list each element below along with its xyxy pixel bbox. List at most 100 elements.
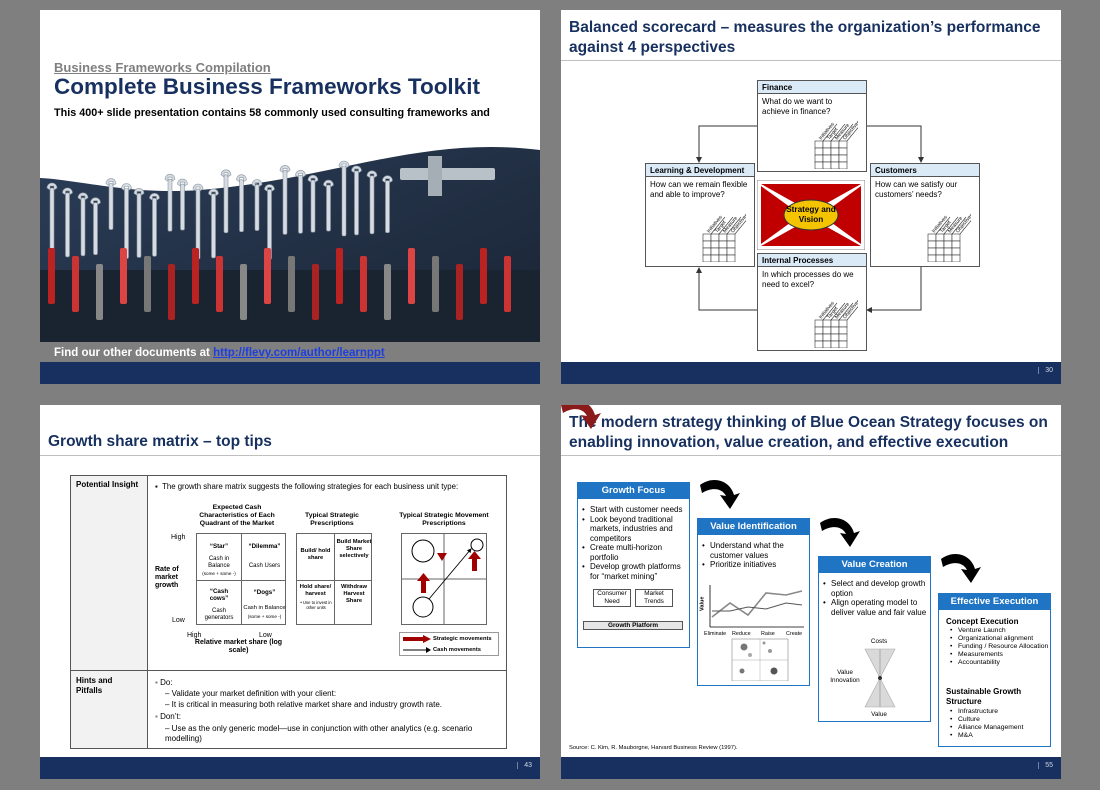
growth-platform-bar [583, 621, 683, 630]
quadrant-dogs-sub: Cash in Balance [243, 605, 286, 611]
quadrant-star-note: (some + some -) [202, 571, 236, 576]
quadrant-dilemma-sub: Cash Users [248, 563, 281, 569]
prescription-build-selectively: Build Market Share selectively [336, 539, 372, 559]
cta-bar: Find our other documents at http://flevy… [40, 342, 540, 364]
prescription-build-hold: Build/ hold share [300, 548, 331, 561]
value-identification-item: Understand what the customer values [701, 541, 809, 560]
relative-share-label: Relative market share (log scale) [194, 639, 283, 655]
costs-label: Costs [870, 638, 888, 645]
slide-footer: 30 [561, 362, 1061, 384]
tick-raise: Raise [761, 631, 775, 637]
slide-growth-share-matrix[interactable]: Growth share matrix – top tips Potential… [40, 405, 540, 779]
dont-label: ▪ Don’t: [155, 712, 181, 721]
legend-frame [399, 632, 499, 656]
concept-item: Accountability [946, 659, 1050, 667]
growth-focus-item: Develop growth platforms for “market min… [581, 562, 689, 581]
slide-cover[interactable]: Business Frameworks Compilation Complete… [40, 10, 540, 384]
strategy-center-graphic [757, 180, 865, 250]
growth-focus-item: Start with customer needs [581, 505, 689, 515]
title-rule [561, 60, 1061, 61]
page-number: 55 [1038, 762, 1053, 769]
tick-reduce: Reduce [732, 631, 751, 637]
value-creation-list: Select and develop growth option Align o… [822, 579, 930, 617]
label-column-bg [71, 476, 148, 748]
axis-low-x: Low [259, 632, 272, 639]
legend-cash-arrow [403, 647, 431, 653]
axis-low-y: Low [172, 617, 185, 624]
sustainable-growth-list: Infrastructure Culture Alliance Manageme… [946, 708, 1050, 740]
slide-footer: 43 [40, 757, 540, 779]
quadrant-dogs: “Dogs” [253, 589, 276, 596]
sustain-item: Culture [946, 716, 1050, 724]
growth-focus-item: Look beyond traditional markets, industr… [581, 515, 689, 544]
potential-insight-text: ▪ The growth share matrix suggests the f… [155, 482, 459, 491]
concept-execution-title: Concept Execution [946, 617, 1019, 626]
finance-title: Finance [758, 81, 866, 94]
cover-kicker: Business Frameworks Compilation [54, 60, 271, 75]
value-creation-box: Value Creation Select and develop growth… [818, 556, 931, 722]
value-innovation-label: Value Innovation [830, 669, 860, 684]
slide-footer: 55 [561, 757, 1061, 779]
prescription-hold-harvest-note: • Use to invest in other units [300, 600, 332, 610]
market-trends-box [635, 589, 673, 607]
movement-diagram [401, 533, 487, 625]
finance-box: Finance What do we want to achieve in fi… [757, 80, 867, 172]
quadrant-star-sub: Cash in Balance [208, 556, 230, 569]
internal-question: In which processes do we need to excel? [762, 270, 854, 289]
strategy-vision-label: Strategy and Vision [786, 205, 836, 224]
tips-table: Potential Insight ▪ The growth share mat… [70, 475, 507, 749]
finance-question: What do we want to achieve in finance? [762, 97, 833, 116]
growth-focus-box: Growth Focus Start with customer needs L… [577, 482, 690, 648]
value-axis-label: Value [699, 596, 706, 611]
value-creation-item: Select and develop growth option [822, 579, 930, 598]
do-item-1: – Validate your market definition with y… [165, 689, 337, 698]
consumer-need-box [593, 589, 631, 607]
quadrant-star: “Star” [209, 543, 229, 550]
cta-link[interactable]: http://flevy.com/author/learnppt [213, 347, 385, 359]
internal-box: Internal Processes In which processes do… [757, 253, 867, 351]
col-header-cash: Expected Cash Characteristics of Each Qu… [199, 504, 275, 527]
legend-cash: Cash movements [433, 647, 482, 653]
col-header-movement: Typical Strategic Movement Prescriptions [399, 512, 489, 527]
growth-platform-label: Growth Platform [607, 622, 659, 629]
axis-high-y: High [171, 534, 186, 541]
hourglass-graphic [864, 648, 896, 708]
slide-title: The modern strategy thinking of Blue Oce… [569, 414, 1048, 451]
cover-title: Complete Business Frameworks Toolkit [54, 74, 480, 99]
quadrant-cash-cows-sub: Cash generators [204, 608, 234, 621]
tools-photo [40, 120, 540, 342]
quadrant-dogs-note: (some + some -) [247, 614, 282, 619]
page-number: 43 [517, 762, 532, 769]
growth-focus-item: Create multi-horizon portfolio [581, 543, 689, 562]
effective-execution-title: Effective Execution [939, 594, 1050, 610]
growth-focus-title: Growth Focus [578, 483, 689, 499]
value-creation-title: Value Creation [819, 557, 930, 573]
hints-pitfalls-label: Hints and Pitfalls [76, 676, 113, 695]
prescription-hold-harvest: Hold share/ harvest [299, 584, 332, 597]
sustain-item: Alliance Management [946, 724, 1050, 732]
internal-title: Internal Processes [758, 254, 866, 267]
slide-balanced-scorecard[interactable]: Balanced scorecard – measures the organi… [561, 10, 1061, 384]
effective-execution-box: Effective Execution Concept Execution Ve… [938, 593, 1051, 747]
slide-footer [40, 362, 540, 384]
bcg-quadrants: “Star” Cash in Balance (some + some -) “… [196, 533, 286, 625]
concept-execution-list: Venture Launch Organizational alignment … [946, 627, 1050, 667]
dont-item-1: – Use as the only generic model—use in c… [165, 724, 473, 743]
value-identification-item: Prioritize initiatives [701, 560, 809, 570]
legend-strategic-arrow [403, 635, 431, 643]
col-header-prescriptions: Typical Strategic Prescriptions [305, 512, 359, 527]
growth-focus-list: Start with customer needs Look beyond tr… [581, 505, 689, 581]
potential-insight-label: Potential Insight [76, 480, 139, 489]
source-note: Source: C. Kim, R. Mauborgne, Harvard Bu… [569, 745, 738, 751]
slide-blue-ocean[interactable]: The modern strategy thinking of Blue Oce… [561, 405, 1061, 779]
value-creation-item: Align operating model to deliver value a… [822, 598, 930, 617]
sustain-item: M&A [946, 732, 1050, 740]
do-label: ▪ Do: [155, 678, 173, 687]
sustainable-growth-title: Sustainable Growth Structure [946, 687, 1022, 706]
slide-title: Balanced scorecard – measures the organi… [569, 19, 1041, 56]
